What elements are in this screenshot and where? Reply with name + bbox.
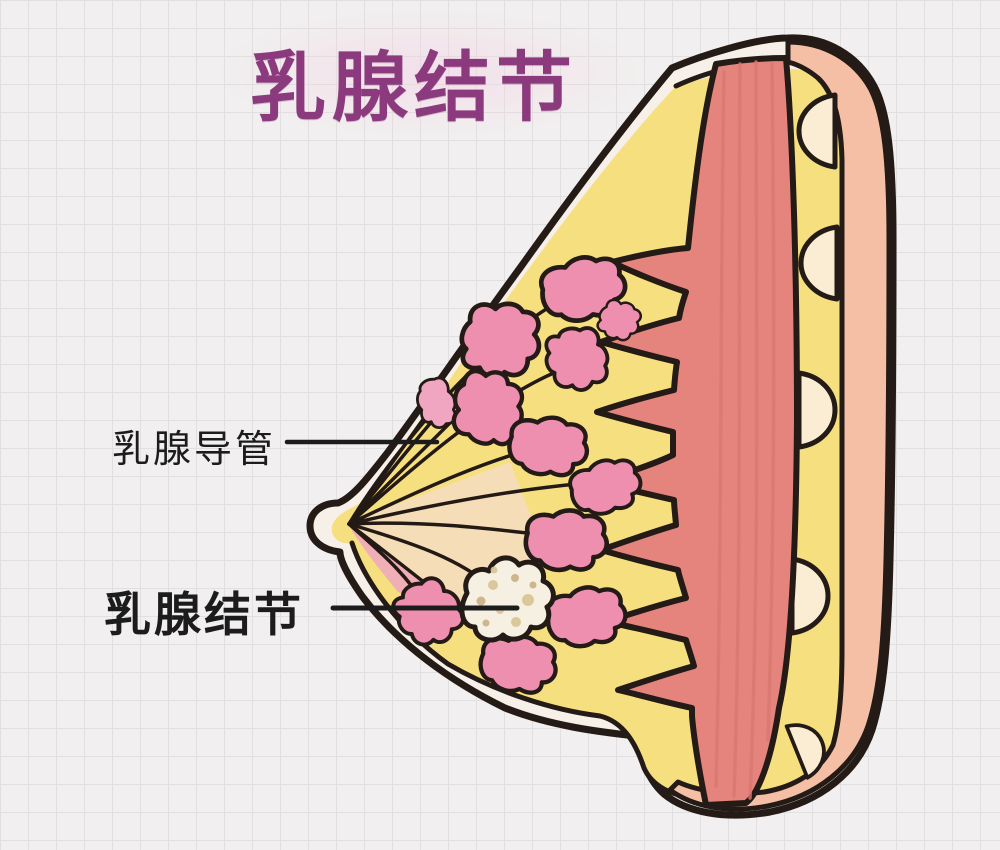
- skin-layer: [667, 39, 892, 812]
- nodule-body: [459, 555, 556, 643]
- nodule-speckle: [482, 619, 490, 627]
- nodule-speckle: [490, 566, 498, 574]
- label-pointer-lines: [284, 439, 520, 611]
- nodule-speckle: [488, 580, 498, 590]
- muscle-fiber-line: [766, 62, 776, 742]
- muscle-fiber-lines: [714, 60, 776, 800]
- muscle-fiber-line: [748, 60, 759, 800]
- nodule-label: 乳腺结节: [104, 588, 304, 643]
- mammary-duct-line: [347, 370, 558, 526]
- nodule-speckle: [511, 574, 519, 582]
- nodule-speckle: [529, 581, 537, 589]
- page-title: 乳腺结节: [250, 43, 578, 132]
- muscle-fiber-line: [714, 70, 726, 788]
- nodule-speckle: [476, 596, 486, 606]
- nodule-speckle: [522, 594, 534, 606]
- nodule-speckles-dark: [476, 574, 537, 627]
- duct-label: 乳腺导管: [112, 427, 277, 471]
- breast-nodule: [459, 555, 556, 643]
- muscle-fiber-line: [732, 62, 742, 798]
- nodule-speckle: [511, 617, 521, 627]
